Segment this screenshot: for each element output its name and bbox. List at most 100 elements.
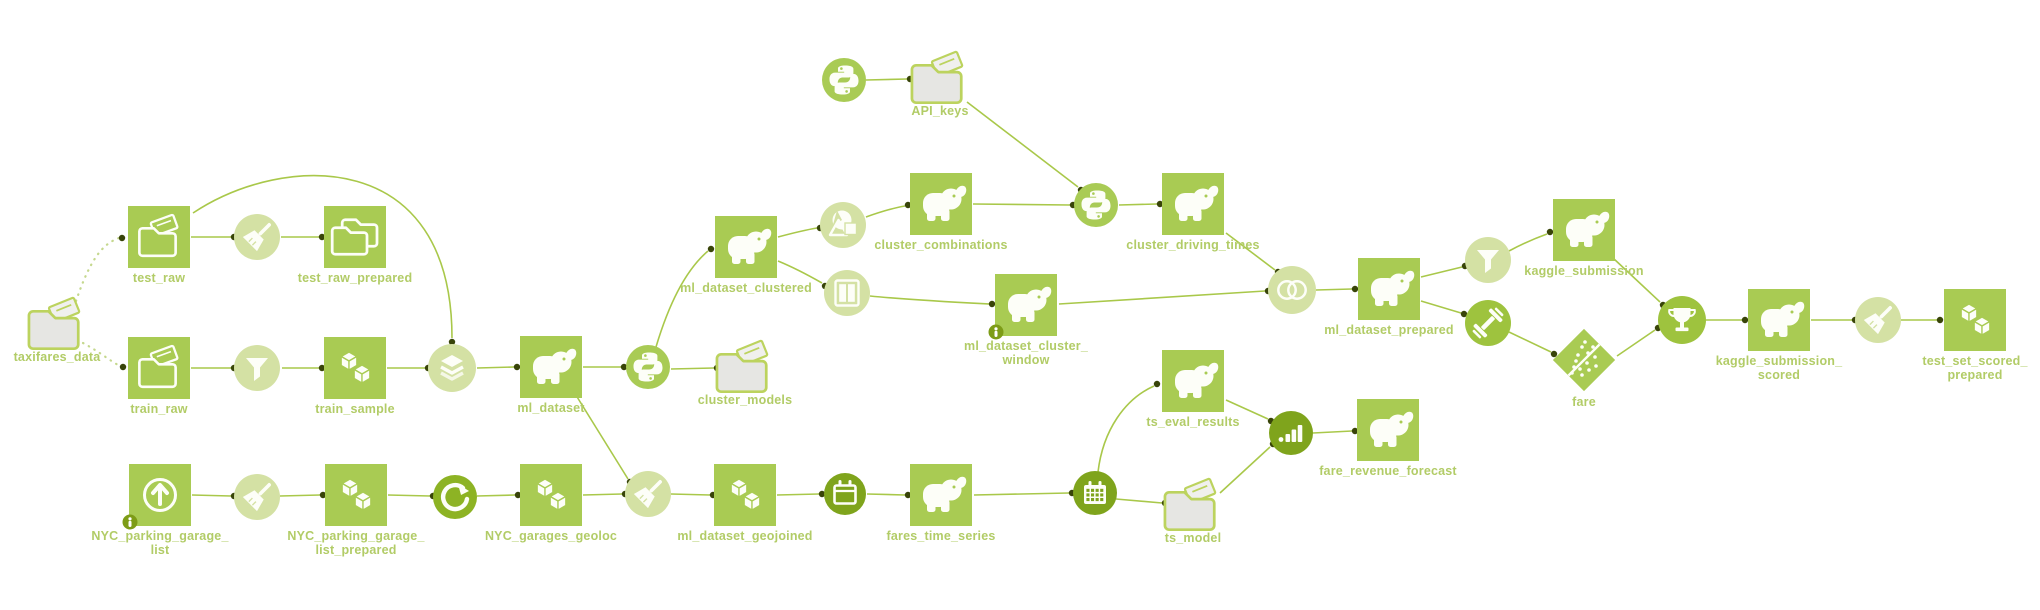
trophy-icon	[1668, 308, 1696, 332]
node-icon-holder	[138, 344, 179, 389]
flow-edge-ml_dataset_prepared-to-recipe_train_model	[1420, 300, 1462, 314]
info-badge-icon[interactable]	[122, 514, 138, 530]
dataset-node-ml_dataset_geojoined[interactable]: ml_dataset_geojoined	[677, 464, 812, 543]
dataset-node-train_sample[interactable]: train_sample	[315, 337, 395, 416]
dataset-node-cluster_combinations[interactable]: cluster_combinations	[874, 173, 1007, 252]
elephant-icon	[923, 185, 967, 221]
node-icon-holder	[1081, 190, 1111, 220]
dataset-node-kaggle_submission[interactable]: kaggle_submission	[1524, 199, 1644, 278]
folder-node-taxifares_data[interactable]: taxifares_data	[14, 296, 102, 364]
recipe-node-recipe_python_driving[interactable]	[1074, 183, 1118, 227]
folder-node-ts_model[interactable]: ts_model	[1163, 477, 1221, 545]
recipe-circle[interactable]	[824, 270, 870, 316]
recipe-circle[interactable]	[1269, 411, 1313, 455]
recipe-node-recipe_sample_submission[interactable]	[1465, 237, 1511, 283]
node-label: fare_revenue_forecast	[1319, 464, 1457, 478]
recipe-node-recipe_forecast_predict[interactable]	[1269, 411, 1313, 455]
flow-edge-API_keys-to-recipe_python_driving	[966, 101, 1079, 188]
recipe-circle[interactable]	[626, 345, 670, 389]
dataset-square[interactable]	[1944, 289, 2006, 351]
flow-edge-NYC_parking_garage_list_prepared-to-recipe_sync_geocode	[387, 494, 431, 497]
recipe-circle[interactable]	[822, 58, 866, 102]
recipe-node-recipe_forecast_train[interactable]	[824, 473, 866, 515]
node-label: test_raw	[133, 271, 185, 285]
distinct-icon	[828, 210, 858, 237]
dataset-node-test_raw_prepared[interactable]: test_raw_prepared	[298, 206, 413, 285]
flow-edge-recipe_join-to-ml_dataset_prepared	[1315, 288, 1353, 291]
recipe-node-recipe_window[interactable]	[824, 270, 870, 316]
recipe-circle[interactable]	[1074, 183, 1118, 227]
node-icon-holder	[143, 478, 177, 512]
model-node-fare[interactable]: fare	[1552, 328, 1616, 409]
dataset-square[interactable]	[714, 464, 776, 526]
recipe-node-recipe_distinct[interactable]	[820, 202, 866, 248]
dataset-square[interactable]	[325, 464, 387, 526]
dataset-node-cluster_driving_times[interactable]: cluster_driving_times	[1126, 173, 1260, 252]
folder-node-cluster_models[interactable]: cluster_models	[698, 339, 793, 407]
dataset-square[interactable]	[324, 337, 386, 399]
flow-edge-NYC_garages_geoloc-to-recipe_prepare_geojoin	[582, 493, 623, 496]
dataset-square[interactable]	[520, 464, 582, 526]
recipe-circle[interactable]	[428, 344, 476, 392]
node-label: cluster_models	[698, 393, 793, 407]
dataset-node-fares_time_series[interactable]: fares_time_series	[886, 464, 995, 543]
recipe-node-recipe_stack[interactable]	[428, 344, 476, 392]
flow-edge-recipe_python_cluster-to-cluster_models	[670, 367, 715, 370]
edge-arrow-dot	[620, 363, 628, 371]
folder-node-API_keys[interactable]: API_keys	[910, 50, 968, 118]
flow-edge-recipe_python_driving-to-cluster_driving_times	[1118, 203, 1158, 206]
recipe-circle[interactable]	[433, 475, 477, 519]
flow-edge-recipe_stack-to-ml_dataset	[476, 366, 515, 369]
bar-chart-icon	[1278, 425, 1303, 442]
edge-arrow-dot	[1550, 350, 1558, 358]
node-label: kaggle_submission	[1524, 264, 1643, 278]
recipe-node-recipe_score[interactable]	[1658, 296, 1706, 344]
dataset-node-test_set_scored_prepared[interactable]: test_set_scored_prepared	[1922, 289, 2028, 382]
dataset-node-kaggle_submission_scored[interactable]: kaggle_submission_scored	[1716, 289, 1843, 382]
recipe-node-recipe_python_cluster[interactable]	[626, 345, 670, 389]
dataset-node-test_raw[interactable]: test_raw	[128, 206, 190, 285]
dataset-node-ts_eval_results[interactable]: ts_eval_results	[1146, 350, 1239, 429]
dataset-node-ml_dataset_prepared[interactable]: ml_dataset_prepared	[1324, 258, 1454, 337]
node-label: scored	[1758, 368, 1800, 382]
edge-arrow-dot	[1741, 316, 1749, 324]
flow-edge-NYC_parking_garage_list-to-recipe_prepare_nyc	[191, 494, 232, 497]
dataset-node-train_raw[interactable]: train_raw	[128, 337, 190, 416]
recipe-node-recipe_train_model[interactable]	[1465, 300, 1511, 346]
elephant-icon	[1566, 211, 1610, 247]
dataset-node-ml_dataset_cluster_window[interactable]: ml_dataset_cluster_window	[964, 274, 1089, 367]
recipe-circle[interactable]	[824, 473, 866, 515]
edge-arrow-dot	[318, 233, 326, 241]
dataset-node-fare_revenue_forecast[interactable]: fare_revenue_forecast	[1319, 399, 1457, 478]
elephant-icon	[1371, 270, 1415, 306]
recipe-node-recipe_sync_geocode[interactable]	[433, 475, 477, 519]
recipe-node-recipe_forecast_eval[interactable]	[1073, 471, 1117, 515]
recipe-node-recipe_python_api[interactable]	[822, 58, 866, 102]
recipe-circle[interactable]	[1268, 266, 1316, 314]
dataset-node-NYC_garages_geoloc[interactable]: NYC_garages_geoloc	[485, 464, 617, 543]
node-icon-holder	[1370, 411, 1414, 447]
flow-edge-recipe_forecast_predict-to-fare_revenue_forecast	[1312, 430, 1353, 434]
recipe-node-recipe_prepare_scored[interactable]	[1855, 297, 1901, 343]
recipe-node-recipe_prepare_test[interactable]	[234, 214, 280, 260]
recipe-node-recipe_prepare_nyc[interactable]	[234, 474, 280, 520]
node-icon-holder	[441, 482, 470, 512]
dataset-node-ml_dataset_clustered[interactable]: ml_dataset_clustered	[680, 216, 812, 295]
dataset-node-NYC_parking_garage_list[interactable]: NYC_parking_garage_list	[91, 464, 229, 557]
elephant-icon	[923, 476, 967, 512]
python-icon	[633, 352, 663, 382]
info-badge-icon[interactable]	[988, 324, 1004, 340]
node-icon-holder	[440, 355, 464, 381]
recipe-node-recipe_join[interactable]	[1268, 266, 1316, 314]
node-label: ts_model	[1165, 531, 1221, 545]
dataset-node-ml_dataset[interactable]: ml_dataset	[517, 336, 585, 415]
folders-icon	[330, 218, 379, 256]
edge-arrow-dot	[448, 338, 456, 346]
dataset-node-NYC_parking_garage_list_prepared[interactable]: NYC_parking_garage_list_prepared	[287, 464, 425, 557]
recipe-node-recipe_prepare_geojoin[interactable]	[625, 471, 671, 517]
edge-arrow-dot	[118, 234, 126, 242]
dumbbell-icon	[1472, 307, 1504, 339]
recipe-node-recipe_sample_train[interactable]	[234, 345, 280, 391]
